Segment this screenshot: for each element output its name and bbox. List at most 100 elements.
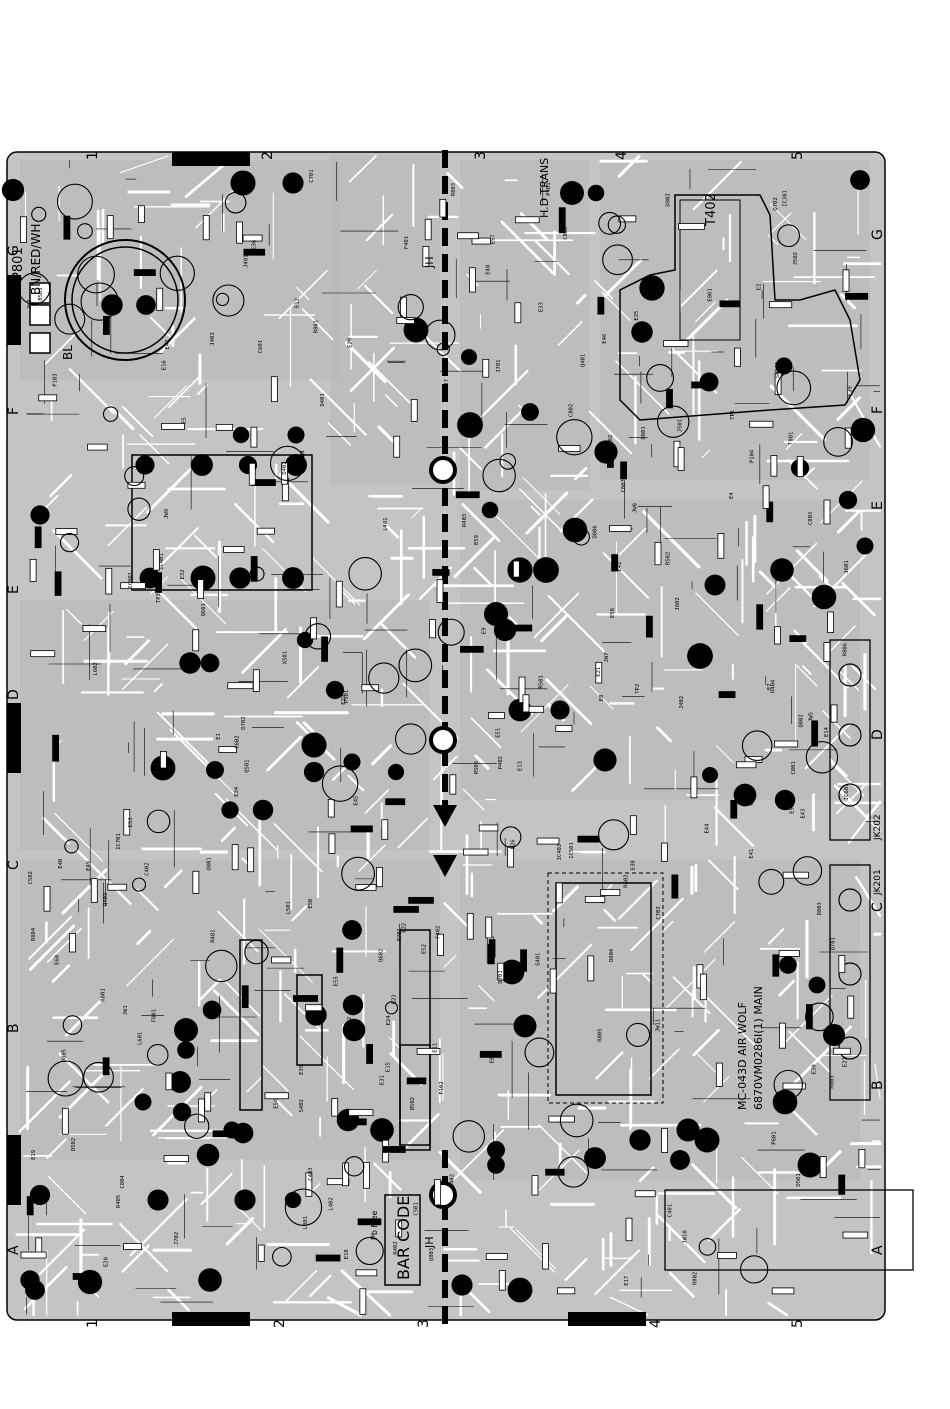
solder-blob bbox=[772, 1089, 798, 1115]
small-component bbox=[315, 1254, 341, 1262]
reference-designator: J702 bbox=[174, 1232, 180, 1245]
capacitor-outline bbox=[131, 877, 147, 892]
reference-designator: L402 bbox=[328, 1197, 334, 1210]
solder-blob bbox=[191, 454, 213, 476]
small-component bbox=[43, 886, 51, 912]
solder-blob bbox=[533, 557, 559, 583]
small-component bbox=[82, 625, 107, 632]
copper-trace bbox=[874, 1063, 881, 1099]
copper-trace bbox=[446, 172, 464, 190]
reference-designator: R701 bbox=[397, 928, 403, 941]
reference-designator: R802 bbox=[692, 1272, 698, 1285]
small-component bbox=[243, 248, 266, 256]
solder-blob bbox=[200, 653, 220, 673]
small-component bbox=[102, 315, 110, 335]
reference-designator: E35 bbox=[299, 1065, 305, 1075]
connector-pad bbox=[29, 304, 51, 326]
column-numbers-bottom: 1 2 3 4 5 bbox=[85, 1319, 806, 1328]
copper-trace bbox=[476, 369, 529, 423]
antenna-terminal-housing bbox=[664, 1189, 914, 1271]
capacitor-outline bbox=[224, 191, 247, 214]
copper-trace bbox=[594, 1249, 640, 1296]
capacitor-outline bbox=[499, 826, 522, 848]
isolation-arrow bbox=[433, 855, 457, 877]
copper-trace bbox=[741, 1156, 779, 1195]
copper-trace bbox=[326, 1296, 363, 1317]
copper-trace bbox=[299, 1035, 355, 1091]
capacitor-outline bbox=[557, 1156, 590, 1188]
reference-designator: D702 bbox=[241, 716, 247, 729]
copper-trace bbox=[705, 995, 759, 1049]
small-component bbox=[827, 611, 834, 634]
reference-designator: C402 bbox=[145, 862, 151, 875]
reference-designator: E25 bbox=[634, 311, 640, 321]
reference-designator: R806 bbox=[843, 643, 849, 656]
small-component bbox=[321, 636, 328, 662]
copper-trace bbox=[769, 384, 827, 442]
copper-trace bbox=[233, 502, 275, 544]
small-component bbox=[600, 889, 621, 896]
small-component bbox=[52, 734, 60, 762]
copper-trace bbox=[167, 376, 200, 409]
small-component bbox=[509, 624, 533, 632]
small-component bbox=[690, 776, 698, 799]
reference-designator: J401 bbox=[244, 255, 250, 268]
reference-designator: E51 bbox=[496, 728, 502, 738]
solder-blob bbox=[234, 1189, 256, 1211]
reference-designator: Q403 bbox=[103, 893, 109, 906]
capacitor-outline bbox=[249, 566, 265, 582]
copper-trace bbox=[691, 1163, 738, 1210]
reference-designator: E44 bbox=[705, 823, 711, 834]
copper-trace bbox=[822, 710, 851, 739]
solder-blob bbox=[387, 763, 405, 781]
solder-blob bbox=[670, 1150, 690, 1170]
solder-blob bbox=[550, 700, 570, 720]
reference-designator: E4 bbox=[729, 492, 735, 499]
solder-blob bbox=[631, 321, 653, 343]
copper-trace bbox=[246, 1076, 263, 1093]
small-component bbox=[512, 560, 520, 578]
capacitor-outline bbox=[625, 1022, 651, 1047]
row-letter: D bbox=[870, 729, 886, 740]
small-component bbox=[595, 661, 603, 684]
capacitor-outline bbox=[437, 618, 465, 646]
copper-pour bbox=[460, 160, 590, 490]
small-component bbox=[718, 691, 736, 698]
small-component bbox=[29, 558, 37, 582]
copper-trace bbox=[273, 823, 323, 873]
mounting-hole bbox=[429, 456, 457, 484]
solder-blob bbox=[856, 537, 874, 555]
small-component bbox=[766, 501, 774, 523]
copper-trace bbox=[61, 868, 108, 915]
reference-designator: Q402 bbox=[450, 1174, 456, 1187]
solder-blob bbox=[460, 348, 478, 366]
copper-trace bbox=[266, 735, 303, 772]
bar-code-box bbox=[384, 1194, 421, 1286]
small-component bbox=[87, 443, 108, 451]
small-component bbox=[749, 420, 774, 428]
small-component bbox=[34, 526, 42, 549]
small-component bbox=[478, 824, 499, 832]
ic-outline bbox=[239, 939, 263, 1111]
copper-trace bbox=[459, 447, 482, 470]
capacitor-outline bbox=[398, 648, 433, 683]
small-component bbox=[730, 800, 738, 819]
small-component bbox=[410, 399, 418, 422]
capacitor-outline bbox=[524, 1037, 555, 1068]
solder-blob bbox=[704, 574, 726, 596]
copper-trace bbox=[530, 505, 541, 516]
small-component bbox=[293, 995, 319, 1002]
reference-designator: R804 bbox=[31, 927, 37, 941]
copper-trace bbox=[803, 467, 815, 479]
copper-trace bbox=[695, 592, 739, 637]
copper-trace bbox=[708, 859, 739, 891]
copper-trace bbox=[54, 813, 104, 862]
small-component bbox=[393, 906, 419, 913]
small-component bbox=[192, 870, 200, 894]
copper-trace bbox=[767, 234, 779, 245]
small-component bbox=[105, 567, 113, 595]
copper-pour bbox=[600, 160, 870, 480]
capacitor-outline bbox=[776, 370, 812, 406]
solder-blob bbox=[169, 1071, 191, 1093]
copper-trace bbox=[533, 914, 544, 925]
